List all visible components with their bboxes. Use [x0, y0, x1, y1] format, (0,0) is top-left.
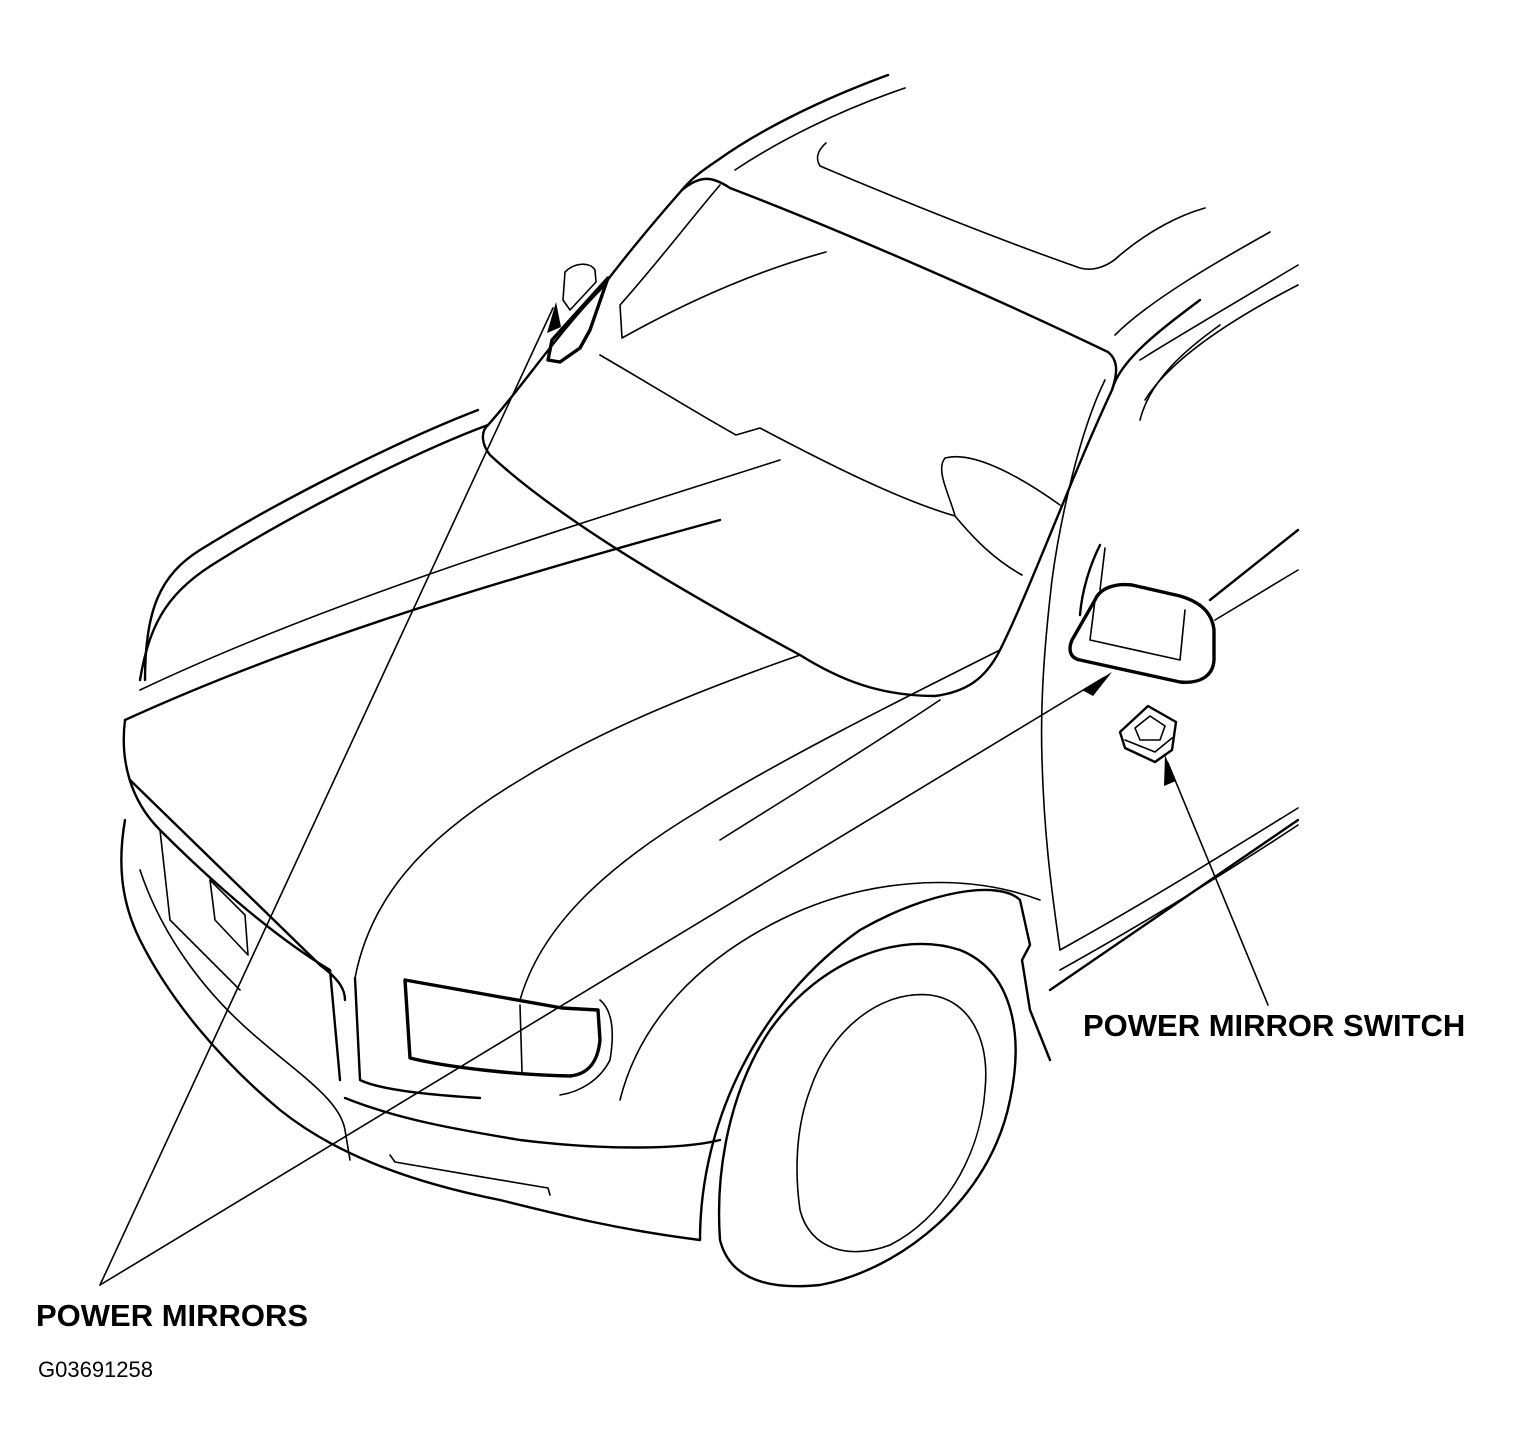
power-mirror-switch-label: POWER MIRROR SWITCH	[1083, 1008, 1466, 1043]
right-mirror	[1068, 543, 1216, 684]
hood	[123, 408, 1001, 1001]
left-mirror	[486, 188, 684, 427]
body-side	[1040, 298, 1300, 992]
power-mirror-switch-part	[1118, 704, 1178, 764]
front-wheel	[619, 881, 1052, 1288]
bumper	[120, 818, 722, 1242]
arrowhead-right-mirror	[1082, 672, 1112, 696]
figure-code: G03691258	[38, 1357, 153, 1382]
roof	[680, 73, 1299, 401]
arrowhead-left-mirror	[547, 302, 561, 333]
power-mirrors-label: POWER MIRRORS	[36, 1298, 309, 1333]
arrowhead-switch	[1164, 755, 1176, 786]
leader-lines	[99, 307, 1269, 1286]
windshield	[481, 177, 1118, 698]
headlight	[403, 978, 614, 1096]
front-grille	[122, 718, 482, 1100]
arrowheads	[547, 302, 1176, 786]
